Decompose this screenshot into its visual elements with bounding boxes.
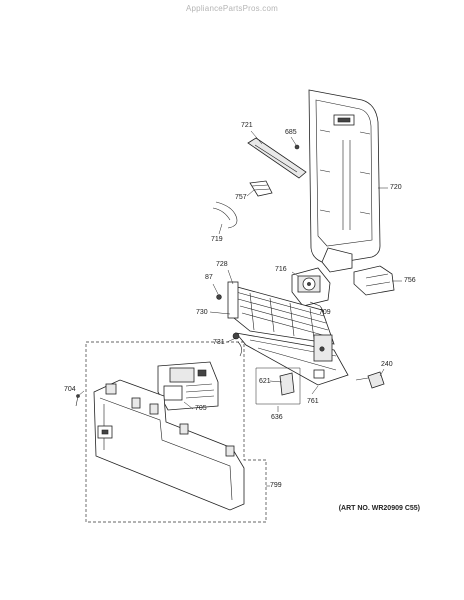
callout-799: 799 bbox=[270, 482, 282, 489]
screw-87 bbox=[216, 294, 222, 300]
callout-728: 728 bbox=[216, 261, 228, 268]
screw-704 bbox=[75, 394, 80, 407]
callout-709: 709 bbox=[319, 309, 331, 316]
callout-685: 685 bbox=[285, 129, 297, 136]
watermark: AppliancePartsPros.com bbox=[186, 4, 278, 13]
callout-705: 705 bbox=[195, 405, 207, 412]
cover-plate-721 bbox=[247, 137, 307, 179]
evaporator-730 bbox=[227, 281, 335, 345]
callout-720: 720 bbox=[390, 184, 402, 191]
callout-621: 621 bbox=[259, 378, 271, 385]
callout-756: 756 bbox=[404, 277, 416, 284]
callout-719: 719 bbox=[211, 236, 223, 243]
callout-731: 731 bbox=[213, 339, 225, 346]
fan-bracket-709 bbox=[309, 301, 325, 313]
leader-lines bbox=[77, 130, 402, 487]
clip-731 bbox=[232, 332, 242, 357]
thermistor-240 bbox=[355, 371, 385, 389]
module-799-box bbox=[85, 341, 267, 523]
fan-motor-716 bbox=[291, 267, 331, 307]
air-duct-756 bbox=[353, 265, 395, 296]
dispenser-module-799 bbox=[93, 379, 245, 511]
dispenser-housing-720 bbox=[308, 89, 381, 273]
callout-716: 716 bbox=[275, 266, 287, 273]
callout-757: 757 bbox=[235, 194, 247, 201]
wire-harness-757 bbox=[249, 180, 273, 197]
hose-719 bbox=[212, 201, 238, 229]
callout-704: 704 bbox=[64, 386, 76, 393]
control-board-705 bbox=[157, 361, 219, 411]
part-621 bbox=[279, 372, 295, 396]
callout-636: 636 bbox=[271, 414, 283, 421]
callout-730: 730 bbox=[196, 309, 208, 316]
drain-pan-761 bbox=[234, 332, 349, 386]
part-636-bracket bbox=[255, 367, 301, 405]
callout-721: 721 bbox=[241, 122, 253, 129]
art-number: (ART NO. WR20909 C55) bbox=[338, 505, 420, 512]
callout-87: 87 bbox=[205, 274, 213, 281]
callout-761: 761 bbox=[307, 398, 319, 405]
callout-240: 240 bbox=[381, 361, 393, 368]
screw-685 bbox=[294, 144, 300, 150]
